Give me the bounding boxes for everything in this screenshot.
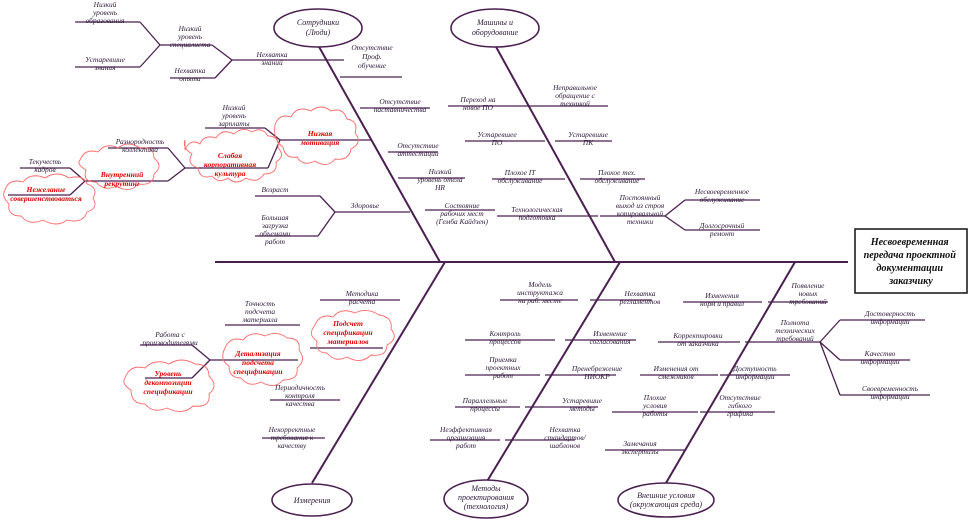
bone-machines	[494, 44, 616, 263]
bones	[215, 44, 848, 484]
effect-box	[854, 228, 968, 294]
cause-health: Здоровье	[351, 201, 380, 210]
category-environment	[617, 482, 715, 518]
branches	[8, 21, 930, 451]
bone-methods	[485, 261, 621, 484]
category-measurements	[271, 483, 353, 517]
category-ellipses	[271, 8, 715, 519]
category-methods	[443, 479, 529, 519]
label-category-measurements: Измерения	[293, 496, 331, 505]
category-staff	[273, 8, 363, 48]
highlight-clouds	[3, 106, 395, 412]
effect-label: Несвоевременная передача проектной докум…	[864, 237, 959, 287]
label-category-environment: Внешние условия(окружающая среда)	[630, 491, 703, 509]
cause-poor-tech: Плохое тех.обслуживание	[595, 168, 641, 185]
label-category-staff: Сотрудники(Люди)	[297, 18, 339, 37]
bone-measurements	[311, 261, 446, 484]
category-machines	[450, 8, 540, 48]
bone-staff	[317, 44, 441, 263]
cause-age: Возраст	[261, 185, 289, 194]
bone-environment	[665, 261, 796, 484]
